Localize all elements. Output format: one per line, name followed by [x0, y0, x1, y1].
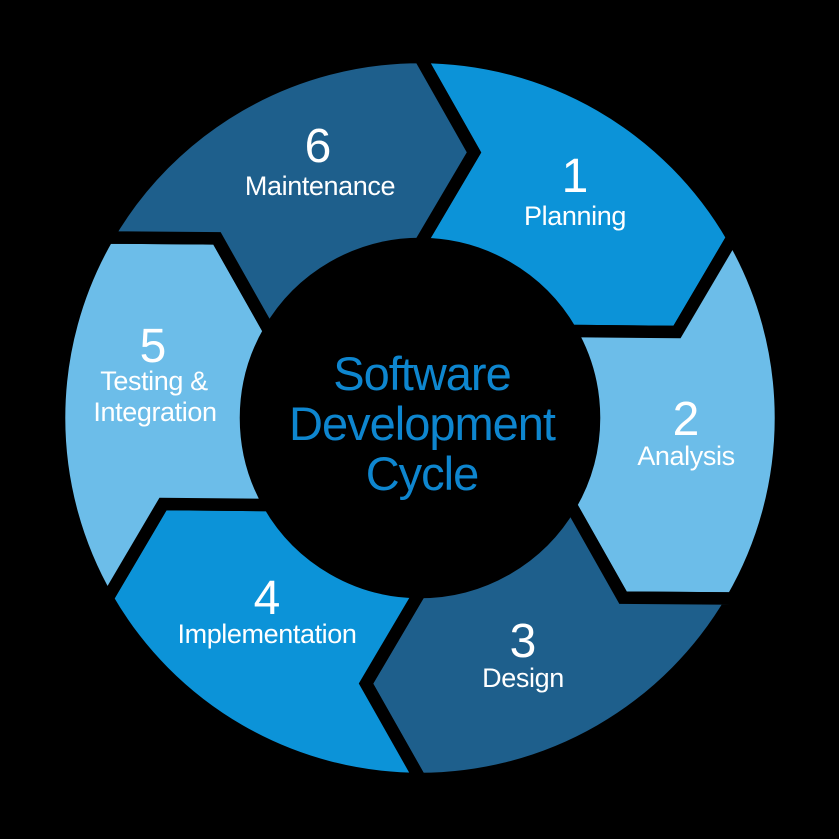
segment-testing-integration-arrow	[52, 231, 281, 611]
segment-analysis-arrow	[559, 225, 788, 605]
segment-design-label: Design	[482, 663, 564, 693]
segment-maintenance-arrow	[96, 50, 482, 344]
segment-testing-integration-number: 5	[140, 320, 167, 373]
diagram-title-line-3: Cycle	[366, 447, 479, 500]
segment-analysis-label: Analysis	[637, 441, 734, 471]
diagram-center-title: Software Development Cycle	[289, 347, 557, 500]
segment-design-arrow	[358, 492, 744, 786]
segment-planning-label: Planning	[524, 201, 626, 231]
segment-maintenance-number: 6	[305, 120, 332, 173]
segment-testing-integration-label-line1: Testing &	[100, 366, 208, 396]
segment-planning-arrow	[409, 50, 740, 339]
segment-planning-number: 1	[562, 150, 589, 203]
segment-implementation-label: Implementation	[178, 619, 357, 649]
segment-analysis-number: 2	[673, 393, 700, 446]
cycle-segment-numbers: 1 2 3 4 5 6	[140, 120, 700, 668]
segment-testing-integration-label-line2: Integration	[93, 397, 216, 427]
segment-design-number: 3	[510, 615, 537, 668]
segment-implementation-number: 4	[254, 572, 281, 625]
segment-maintenance-label: Maintenance	[245, 171, 395, 201]
cycle-segments	[52, 50, 788, 786]
cycle-segment-labels: Planning Analysis Design Implementation …	[93, 171, 735, 693]
segment-implementation-arrow	[100, 497, 431, 786]
diagram-title-line-2: Development	[289, 397, 556, 450]
diagram-title-line-1: Software	[333, 347, 510, 400]
